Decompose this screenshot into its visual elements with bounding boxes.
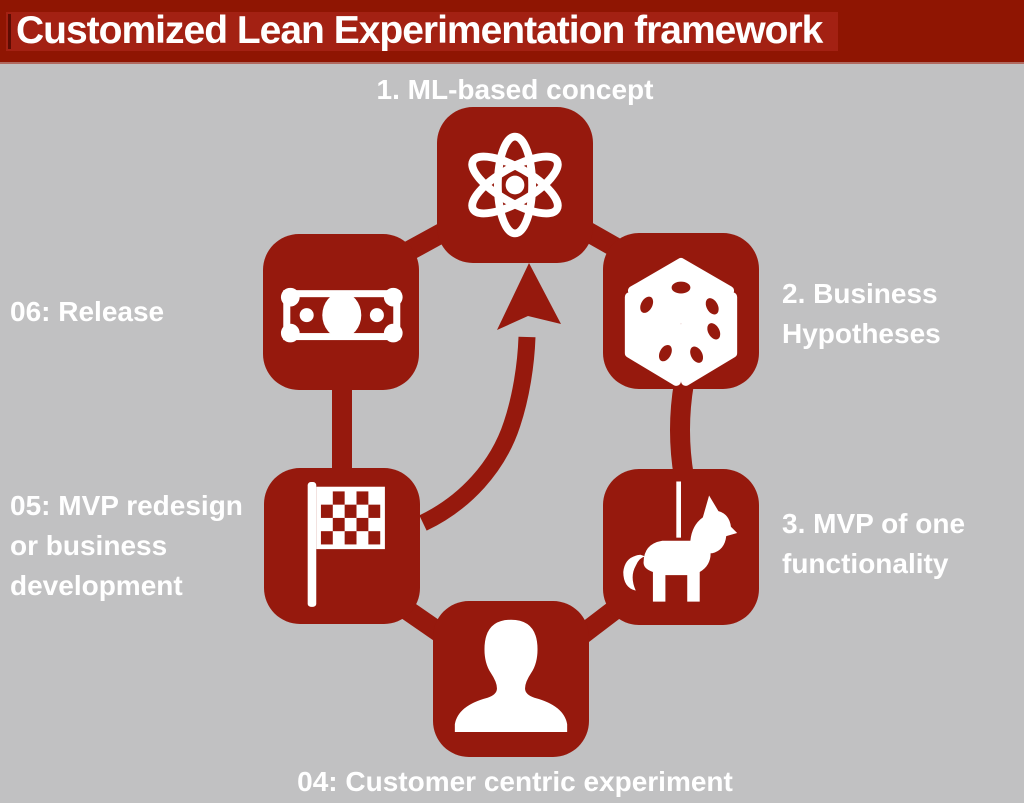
checkered-flag-icon [307, 482, 385, 607]
center-curved-arrow [419, 263, 561, 531]
step-box-5-mvp-redesign [264, 468, 420, 624]
step-box-4-customer-centric-experiment [433, 601, 589, 757]
title-highlight-band [6, 12, 838, 51]
step-label-5: 05: MVP redesign or business development [10, 490, 243, 601]
money-bill-icon [280, 287, 403, 343]
page-title: Customized Lean Experimentation framewor… [16, 9, 823, 52]
atom-icon [468, 132, 562, 238]
step-label-3: 3. MVP of one functionality [782, 508, 966, 579]
dice-icon [624, 257, 738, 386]
connector-2-3 [670, 381, 694, 479]
step-box-2-business-hypotheses [603, 233, 759, 389]
step-box-6-release [263, 234, 419, 390]
step-box-1-ml-based-concept [437, 107, 593, 263]
person-icon [454, 619, 568, 733]
step-box-3-mvp-one-functionality [603, 469, 759, 625]
step-label-1: 1. ML-based concept [376, 74, 654, 105]
step-label-4: 04: Customer centric experiment [297, 766, 733, 797]
title-cursor-stripe [8, 14, 11, 49]
pinata-unicorn-icon [623, 481, 738, 602]
step-label-2: 2. Business Hypotheses [782, 278, 941, 349]
arrowhead [497, 263, 561, 330]
title-bar: Customized Lean Experimentation framewor… [0, 0, 1024, 64]
step-label-6: 06: Release [10, 296, 165, 327]
